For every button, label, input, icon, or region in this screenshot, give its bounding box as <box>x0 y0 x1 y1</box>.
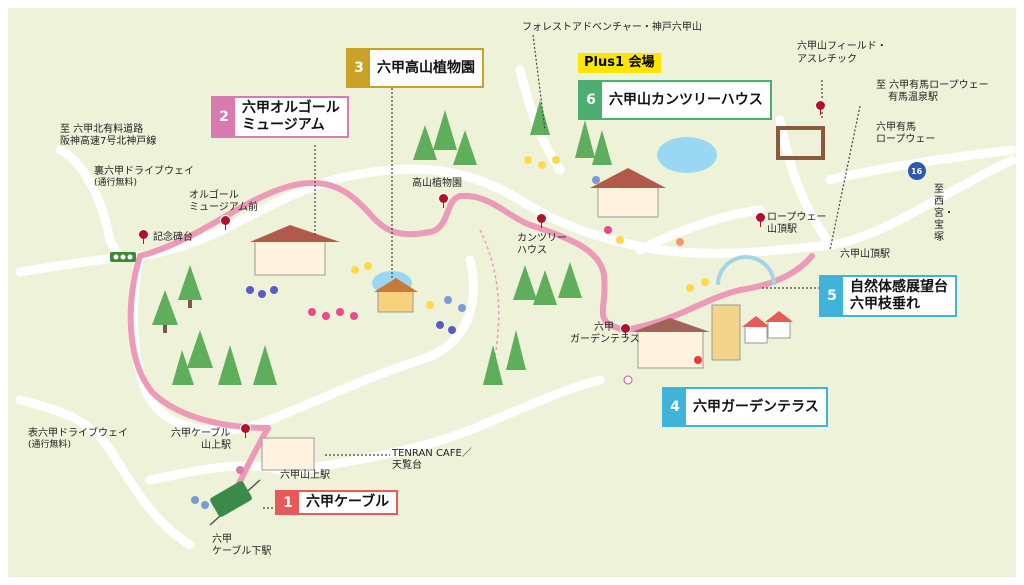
spot-box-1[interactable]: 1 六甲ケーブル <box>275 490 399 515</box>
field-athletic-marker[interactable] <box>815 100 826 115</box>
label-rokko-arima-ropeway: 六甲有馬ロープウェー <box>876 122 936 145</box>
label-rokkosanjo: 六甲山上駅 <box>280 470 330 481</box>
cable-car <box>209 479 261 526</box>
label-garden-stop: 六甲ガーデンテラス <box>570 322 640 345</box>
label-field-athletic: 六甲山フィールド・アスレチック <box>797 41 887 65</box>
trees <box>152 100 612 385</box>
stop-ropeway-top-marker[interactable] <box>755 212 766 227</box>
label-rokkosan-top: 六甲山頂駅 <box>840 249 890 260</box>
spot-name: 六甲高山植物園 <box>377 59 475 76</box>
spot-name: 六甲ガーデンテラス <box>693 398 819 415</box>
label-ura-drive: 裏六甲ドライブウェイ(通行無料) <box>94 166 194 188</box>
pond-country <box>657 137 717 173</box>
label-country-stop: カンツリーハウス <box>517 233 567 256</box>
spot-name-line1: 六甲オルゴール <box>242 100 340 116</box>
spot-box-4[interactable]: 4 六甲ガーデンテラス <box>662 387 828 427</box>
spot-number: 1 <box>277 492 299 513</box>
stop-kinenhidai-marker[interactable] <box>138 229 149 244</box>
bus-route <box>127 179 815 503</box>
spot-box-5[interactable]: 5 自然体感展望台 六甲枝垂れ <box>819 275 957 317</box>
leader-lines <box>263 34 861 509</box>
label-kita-road: 至 六甲北有料道路阪神高速7号北神戸線 <box>60 124 157 147</box>
label-omote-drive: 表六甲ドライブウェイ(通行無料) <box>28 428 128 450</box>
spot-box-2[interactable]: 2 六甲オルゴール ミュージアム <box>211 96 349 138</box>
label-ropeway-top: ロープウェー山頂駅 <box>767 212 827 235</box>
flowers <box>191 156 709 509</box>
spot-name-line2: ミュージアム <box>242 117 325 133</box>
label-kozan-stop: 高山植物園 <box>412 178 462 189</box>
stop-kozan-marker[interactable] <box>438 193 449 208</box>
label-cable-bottom: 六甲ケーブル下駅 <box>212 534 272 557</box>
label-nishinomiya: 至 西宮・宝塚 <box>934 184 954 243</box>
spot-name-line1: 自然体感展望台 <box>850 279 948 295</box>
plus1-badge: Plus1 会場 <box>578 53 661 73</box>
label-ropeway-direction: 至 六甲有馬ロープウェー有馬温泉駅 <box>876 80 989 103</box>
route-16-label: 16 <box>911 167 923 176</box>
label-orgel-stop: オルゴールミュージアム前 <box>189 190 259 213</box>
buildings <box>250 126 825 471</box>
label-cable-top: 六甲ケーブル山上駅 <box>171 428 231 451</box>
spot-box-6[interactable]: 6 六甲山カンツリーハウス <box>578 80 772 120</box>
stop-country-marker[interactable] <box>536 213 547 228</box>
spot-number: 4 <box>664 389 686 425</box>
stop-garden-marker[interactable] <box>620 323 631 338</box>
spot-number: 5 <box>821 277 843 315</box>
spot-number: 6 <box>580 82 602 118</box>
spot-box-3[interactable]: 3 六甲高山植物園 <box>346 48 484 88</box>
label-forest-adventure: フォレストアドベンチャー・神戸六甲山 <box>522 22 702 33</box>
spot-name-line2: 六甲枝垂れ <box>850 296 920 312</box>
spot-number: 3 <box>348 50 370 86</box>
route-16-marker <box>908 162 926 180</box>
spot-name: 六甲山カンツリーハウス <box>609 91 763 108</box>
stop-cable-top-marker[interactable] <box>240 423 251 438</box>
label-kinenhidai: 記念碑台 <box>153 232 193 243</box>
spot-name: 六甲ケーブル <box>306 494 390 510</box>
label-tenran-cafe: TENRAN CAFE／天覧台 <box>392 448 472 471</box>
stop-orgel-marker[interactable] <box>220 215 231 230</box>
spot-number: 2 <box>213 98 235 136</box>
